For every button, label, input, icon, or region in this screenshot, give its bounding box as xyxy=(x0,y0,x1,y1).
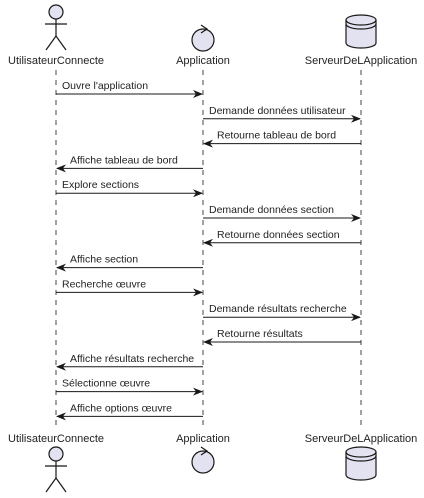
message-label: Affiche options œuvre xyxy=(70,402,172,414)
message-label: Recherche œuvre xyxy=(62,278,146,290)
participant-label-user-top: UtilisateurConnecte xyxy=(8,55,104,67)
participant-label-user-bottom: UtilisateurConnecte xyxy=(8,433,104,445)
database-icon xyxy=(345,446,377,481)
actor-icon xyxy=(45,446,67,493)
participant-label-srv-bottom: ServeurDeLApplication xyxy=(305,433,418,445)
participant-label-app-bottom: Application xyxy=(176,433,230,445)
control-icon xyxy=(191,24,215,52)
participant-label-app-top: Application xyxy=(176,55,230,67)
message-label: Sélectionne œuvre xyxy=(62,378,150,390)
message-label: Retourne données section xyxy=(217,229,340,241)
actor-icon xyxy=(45,4,67,51)
message-label: Retourne résultats xyxy=(217,328,303,340)
message-label: Affiche section xyxy=(70,254,138,266)
message-label: Demande résultats recherche xyxy=(209,303,347,315)
message-label: Ouvre l'application xyxy=(62,80,148,92)
message-label: Demande données utilisateur xyxy=(209,105,346,117)
message-label: Affiche résultats recherche xyxy=(70,353,194,365)
message-label: Demande données section xyxy=(209,204,334,216)
message-label: Explore sections xyxy=(62,179,139,191)
message-label: Affiche tableau de bord xyxy=(70,154,178,166)
participant-label-srv-top: ServeurDeLApplication xyxy=(305,55,418,67)
control-icon xyxy=(191,446,215,474)
message-label: Retourne tableau de bord xyxy=(217,130,336,142)
database-icon xyxy=(345,14,377,49)
